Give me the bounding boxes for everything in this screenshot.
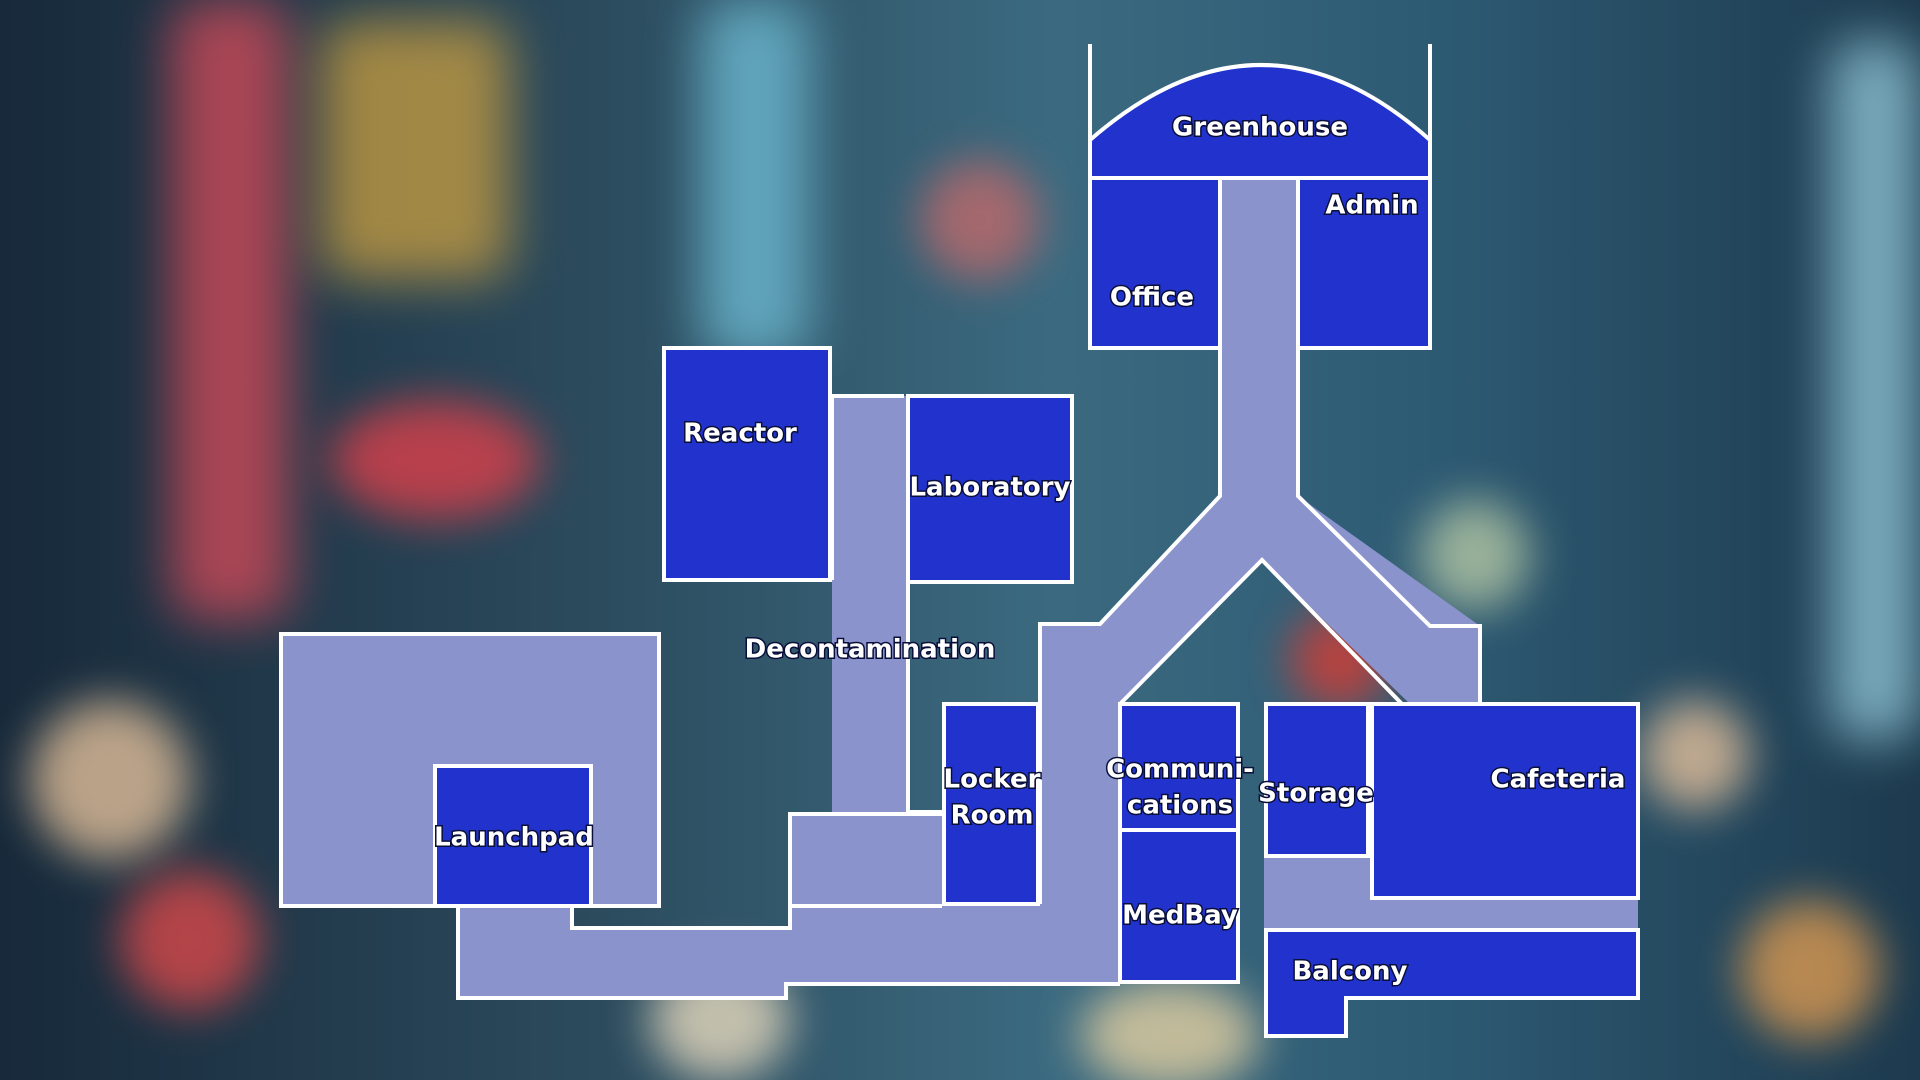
decontamination-lower	[790, 814, 942, 906]
office-room	[1088, 176, 1222, 350]
decontamination-corridor	[832, 396, 908, 814]
storage-label: Storage	[1258, 779, 1374, 809]
background-light	[320, 20, 510, 280]
background-light	[30, 700, 190, 860]
launchpad-label: Launchpad	[434, 823, 594, 853]
locker-room-label-line1: Locker	[944, 765, 1041, 795]
greenhouse-room	[1088, 63, 1432, 180]
decontamination-label: Decontamination	[745, 635, 996, 665]
background-light	[700, 0, 810, 360]
background-light	[1420, 500, 1530, 610]
background-light	[1640, 700, 1750, 810]
reactor-label: Reactor	[683, 419, 797, 449]
background-light	[1740, 900, 1880, 1040]
storage-room	[1264, 702, 1370, 858]
greenhouse-label: Greenhouse	[1172, 113, 1348, 143]
central-corridor	[1040, 178, 1480, 984]
room-labels: Greenhouse Admin Office Reactor Laborato…	[433, 111, 1627, 988]
admin-label: Admin	[1325, 191, 1418, 221]
communications-label-line2: cations	[1127, 791, 1233, 821]
communications-label-line1: Communi-	[1106, 755, 1254, 785]
background-light	[170, 0, 290, 620]
background-light	[120, 870, 260, 1010]
medbay-label: MedBay	[1122, 901, 1238, 931]
balcony-room	[1264, 928, 1640, 1038]
background-light	[1080, 980, 1260, 1080]
launchpad-room	[433, 764, 593, 908]
laboratory-label: Laboratory	[909, 473, 1070, 503]
admin-room	[1296, 176, 1432, 350]
locker-room	[942, 702, 1040, 906]
laboratory-room	[906, 394, 1074, 584]
locker-room-label-line2: Room	[951, 801, 1034, 831]
cafeteria-label: Cafeteria	[1491, 765, 1626, 795]
cafeteria-room	[1370, 702, 1640, 900]
reactor-room	[662, 346, 832, 582]
balcony-label: Balcony	[1292, 957, 1407, 987]
background-light	[920, 160, 1040, 280]
background-light	[1830, 40, 1920, 740]
office-label: Office	[1110, 283, 1194, 313]
rooms	[433, 44, 1640, 1038]
medbay-room	[1118, 828, 1240, 984]
background-light	[330, 400, 540, 520]
communications-room	[1118, 702, 1240, 832]
